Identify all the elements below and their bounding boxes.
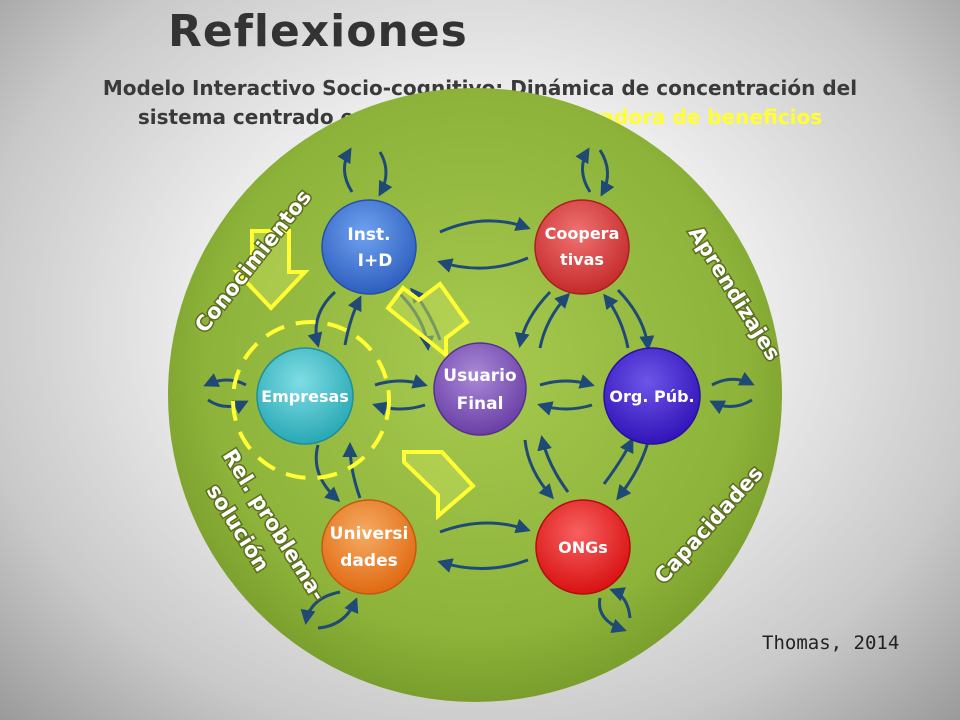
node-usuario-final-label-1: Usuario <box>443 366 516 386</box>
loop-arrow-orgpub-right-bottom <box>709 398 753 415</box>
yellow-block-arrows <box>232 229 476 521</box>
arrow-ongs-to-universidades <box>437 558 529 573</box>
arrow-usuario-to-empresas <box>372 401 426 416</box>
node-universidades-label-2: dades <box>340 551 397 571</box>
loop-arrow-orgpub-right-top <box>711 371 755 387</box>
arrow-inst-to-coop <box>439 216 531 234</box>
node-ongs-label: ONGs <box>558 538 608 557</box>
node-ongs-circle <box>535 499 631 595</box>
loop-arrow-coop-top-right <box>598 149 615 197</box>
arrow-ongs-to-usuario <box>537 435 570 493</box>
node-org-pub: Org. Púb. <box>603 347 701 445</box>
arrow-usuario-to-orgpub <box>539 374 595 389</box>
arrow-ongs-to-orgpub <box>602 437 634 485</box>
loop-arrow-ongs-bottom-right <box>609 587 632 619</box>
arrow-orgpub-to-ongs <box>616 441 650 501</box>
loop-arrow-inst-top-right <box>378 151 393 197</box>
arrow-empresas-to-usuario <box>374 374 428 389</box>
arrow-universidades-to-empresas <box>342 442 362 499</box>
arrow-coop-to-usuario <box>514 290 552 348</box>
loop-arrow-universidades-bottom-left <box>300 590 341 625</box>
node-org-pub-label: Org. Púb. <box>609 387 694 406</box>
node-empresas-label: Empresas <box>261 387 349 406</box>
arrow-coop-to-inst <box>437 256 529 273</box>
node-usuario-final: Usuario Final <box>433 342 527 436</box>
lower-block-arrow <box>402 450 476 521</box>
slide-title: Reflexiones <box>168 6 468 57</box>
empresas-highlight-dashed-circle <box>231 320 391 480</box>
node-usuario-final-label-2: Final <box>457 394 504 414</box>
arrow-empresas-to-inst <box>343 295 362 346</box>
arrow-coop-to-orgpub <box>616 288 655 351</box>
conocimientos-block-arrow <box>232 229 310 311</box>
arrow-orgpub-to-coop <box>603 293 630 349</box>
arrow-universidades-to-ongs <box>439 518 531 534</box>
node-universidades: Universi dades <box>321 499 417 595</box>
node-universidades-label-1: Universi <box>330 524 409 544</box>
node-ongs: ONGs <box>535 499 631 595</box>
arrow-usuario-to-ongs <box>523 439 554 500</box>
node-inst-id: Inst. I+D <box>321 199 417 295</box>
node-empresas-circle <box>256 347 354 445</box>
upper-block-arrow <box>385 281 470 360</box>
arrow-orgpub-to-usuario <box>537 401 593 416</box>
node-org-pub-circle <box>603 347 701 445</box>
loop-arrow-inst-top-left <box>337 147 354 193</box>
node-empresas: Empresas <box>256 347 354 445</box>
arrow-inst-to-empresas <box>307 290 337 348</box>
node-cooperativas: Coopera tivas <box>534 199 630 295</box>
loop-arrow-coop-top-left <box>575 147 592 193</box>
node-cooperativas-circle <box>534 199 630 295</box>
node-cooperativas-label-1: Coopera <box>545 224 620 243</box>
citation-credit: Thomas, 2014 <box>762 632 900 654</box>
arrow-empresas-to-universidades <box>314 444 341 502</box>
loop-arrow-ongs-bottom-left <box>598 597 627 634</box>
node-universidades-circle <box>321 499 417 595</box>
arrow-usuario-to-coop <box>538 292 571 349</box>
node-usuario-final-circle <box>433 342 527 436</box>
loop-arrow-empresas-left-top <box>203 373 247 387</box>
loop-arrow-empresas-left-bottom <box>207 398 249 415</box>
node-inst-id-circle <box>321 199 417 295</box>
node-cooperativas-label-2: tivas <box>560 250 604 269</box>
loop-arrow-universidades-bottom-right <box>317 597 359 630</box>
node-inst-id-label-1: Inst. <box>347 225 390 245</box>
node-inst-id-label-2: I+D <box>358 251 393 271</box>
